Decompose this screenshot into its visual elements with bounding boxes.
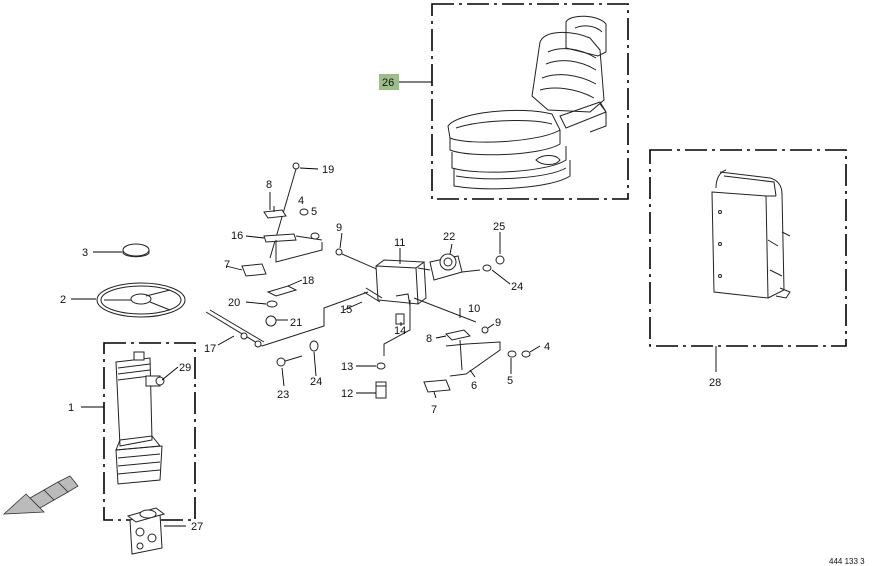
- callout-29: 29: [179, 362, 191, 374]
- callout-21: 21: [290, 317, 302, 329]
- callout-20: 20: [228, 297, 240, 309]
- steering-wheel-illustration: [96, 282, 186, 318]
- callout-2: 2: [60, 294, 66, 306]
- callout-25: 25: [493, 221, 505, 233]
- callout-9-right: 9: [495, 317, 501, 329]
- callout-12: 12: [341, 388, 353, 400]
- callout-27: 27: [191, 521, 203, 533]
- callout-5-right: 5: [507, 375, 513, 387]
- callout-8-top: 8: [266, 179, 272, 191]
- callout-28: 28: [709, 377, 721, 389]
- cab-panel-group-box: [649, 149, 847, 347]
- callout-23: 23: [277, 389, 289, 401]
- steering-column-illustration: [115, 351, 165, 485]
- callout-6: 6: [471, 380, 477, 392]
- callout-24-right: 24: [511, 281, 523, 293]
- callout-4-top: 4: [298, 195, 304, 207]
- direction-arrow-icon: [2, 475, 79, 515]
- callout-9-top: 9: [336, 222, 342, 234]
- callout-3: 3: [82, 247, 88, 259]
- callout-13: 13: [341, 361, 353, 373]
- figure-number: 444 133 3: [829, 557, 865, 566]
- callout-1: 1: [68, 402, 74, 414]
- callout-19: 19: [322, 164, 334, 176]
- callout-5-top: 5: [311, 206, 317, 218]
- callout-7-bottom: 7: [431, 404, 437, 416]
- callout-16: 16: [231, 230, 243, 242]
- callout-14: 14: [394, 325, 406, 337]
- cab-panel-illustration: [711, 169, 791, 299]
- callout-26: 26: [382, 77, 394, 89]
- callout-24-left: 24: [310, 376, 322, 388]
- callout-15: 15: [340, 304, 352, 316]
- callout-18: 18: [302, 275, 314, 287]
- steering-unit-illustration: [126, 507, 166, 555]
- seat-group-box: [431, 3, 629, 200]
- callout-8-right: 8: [426, 333, 432, 345]
- callout-22: 22: [443, 231, 455, 243]
- seat-illustration: [447, 15, 607, 190]
- pedal-linkage-illustration: [205, 162, 531, 399]
- callout-11: 11: [394, 237, 405, 249]
- callout-highlight: [379, 74, 399, 90]
- leader-lines: [71, 81, 717, 527]
- callout-10: 10: [468, 303, 480, 315]
- callout-4-right: 4: [544, 341, 550, 353]
- callout-17: 17: [204, 343, 216, 355]
- callout-7-top: 7: [224, 259, 230, 271]
- horn-cap-illustration: [122, 243, 150, 258]
